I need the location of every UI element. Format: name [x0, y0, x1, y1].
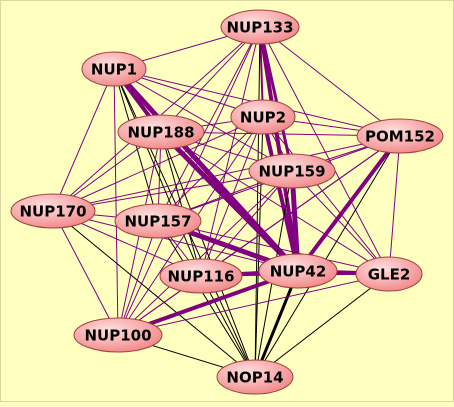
edge-nup133-nup116 [200, 26, 261, 277]
node-nup133[interactable]: NUP133 [220, 9, 300, 45]
edge-nup133-nop14 [254, 26, 261, 378]
node-label: NUP188 [127, 124, 194, 142]
node-ellipse[interactable] [216, 359, 294, 395]
node-ellipse[interactable] [81, 51, 147, 87]
node-ellipse[interactable] [159, 258, 243, 294]
edge-nup188-gle2 [160, 131, 390, 275]
node-nup42[interactable]: NUP42 [258, 253, 338, 289]
node-nup159[interactable]: NUP159 [248, 153, 336, 189]
node-nop14[interactable]: NOP14 [216, 359, 294, 395]
node-ellipse[interactable] [230, 99, 296, 135]
node-pom152[interactable]: POM152 [356, 118, 444, 154]
edge-nup170-nup42 [52, 210, 299, 272]
node-nup157[interactable]: NUP157 [114, 203, 202, 239]
node-nup170[interactable]: NUP170 [10, 193, 96, 229]
edge-nup2-nup42 [261, 115, 300, 273]
edge-nup1-nup116 [113, 68, 202, 277]
node-ellipse[interactable] [114, 203, 202, 239]
node-ellipse[interactable] [248, 153, 336, 189]
node-label: GLE2 [368, 266, 411, 284]
node-nup1[interactable]: NUP1 [81, 51, 147, 87]
node-nup2[interactable]: NUP2 [230, 99, 296, 135]
node-label: NUP159 [258, 163, 325, 181]
node-ellipse[interactable] [10, 193, 96, 229]
edge-gle2-nop14 [254, 273, 390, 378]
edge-nup188-nup116 [160, 131, 202, 277]
node-ellipse[interactable] [355, 256, 423, 292]
edge-nup2-nup157 [157, 116, 264, 222]
node-label: POM152 [365, 128, 435, 146]
node-ellipse[interactable] [220, 9, 300, 45]
edge-nup170-nop14 [52, 210, 256, 378]
node-nup100[interactable]: NUP100 [73, 317, 163, 353]
node-label: NUP133 [226, 19, 293, 37]
node-gle2[interactable]: GLE2 [355, 256, 423, 292]
edge-nup1-nup170 [52, 68, 115, 212]
node-ellipse[interactable] [356, 118, 444, 154]
edge-nup133-nup188 [160, 26, 261, 133]
edge-nup42-nop14 [253, 269, 300, 379]
edge-nup159-nup100 [117, 170, 293, 336]
edge-pom152-gle2 [388, 135, 401, 275]
edge-nup133-pom152 [259, 26, 401, 137]
node-label: NUP116 [167, 268, 234, 286]
edge-nup133-nup42 [258, 25, 300, 273]
edge-nup159-nup116 [200, 170, 293, 277]
node-label: NUP2 [240, 109, 286, 127]
edge-pom152-nup170 [52, 135, 401, 212]
edge-gle2-nup100 [117, 273, 390, 336]
node-label: NOP14 [226, 369, 283, 387]
node-label: NUP1 [91, 61, 137, 79]
node-label: NUP42 [270, 263, 327, 281]
edge-nup133-gle2 [259, 26, 390, 275]
node-nup188[interactable]: NUP188 [117, 114, 205, 150]
edge-nup157-gle2 [157, 220, 390, 275]
node-label: NUP100 [84, 327, 151, 345]
node-ellipse[interactable] [73, 317, 163, 353]
node-ellipse[interactable] [117, 114, 205, 150]
edge-nup1-nup100 [113, 68, 119, 336]
edge-nup170-nup100 [52, 210, 119, 336]
edge-nup157-nup100 [117, 220, 159, 336]
node-nup116[interactable]: NUP116 [159, 258, 243, 294]
edge-nup188-nop14 [160, 131, 256, 378]
node-ellipse[interactable] [258, 253, 338, 289]
edge-nup2-gle2 [262, 116, 390, 275]
node-label: NUP157 [124, 213, 191, 231]
edge-pom152-nup42 [296, 134, 402, 273]
edge-nup157-nop14 [157, 220, 256, 378]
edge-pom152-nop14 [254, 135, 401, 378]
edge-nup159-gle2 [291, 170, 390, 275]
node-label: NUP170 [19, 203, 86, 221]
